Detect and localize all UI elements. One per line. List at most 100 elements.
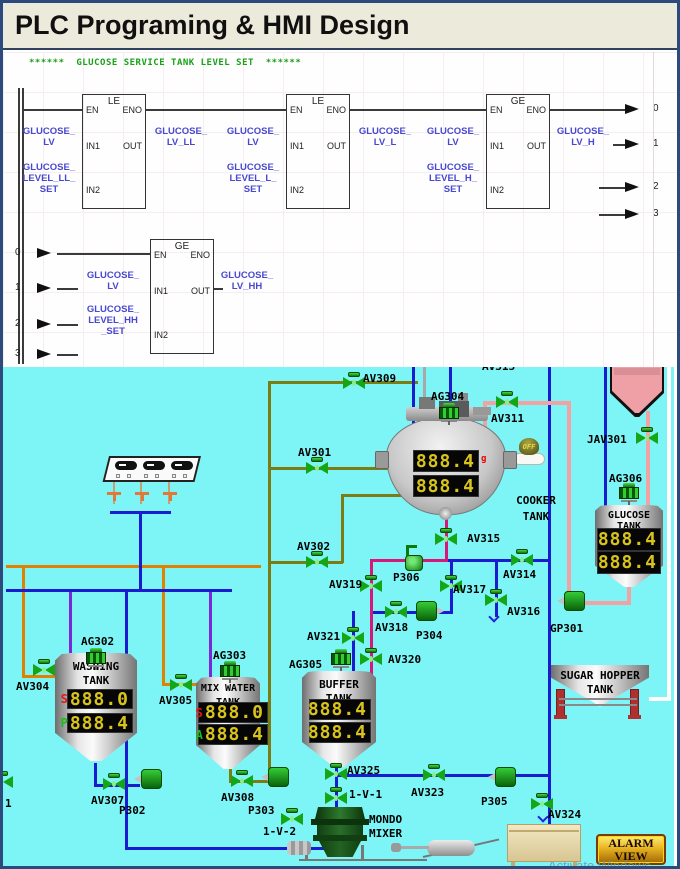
pipe [495, 559, 498, 617]
valve-label-AV307: AV307 [91, 794, 125, 807]
manifold-slot [115, 461, 137, 470]
pump-label-P302: P302 [119, 804, 146, 817]
cooker-vent [439, 507, 452, 520]
edge-valve[interactable] [3, 771, 13, 788]
mixer-bottom [319, 841, 361, 857]
display-value: 888.0 [204, 702, 264, 723]
valve-AV301[interactable] [306, 457, 328, 474]
rung-wire [57, 288, 78, 290]
agitator-label-AG305: AG305 [289, 658, 323, 671]
drop-handle-stem [169, 492, 172, 501]
valve-label-JAV301: JAV301 [587, 433, 627, 446]
valve-JAV301[interactable] [636, 427, 658, 444]
pipe [335, 761, 338, 809]
display-prefix: P [60, 716, 68, 730]
pipe [646, 411, 650, 507]
mixer-body-top [315, 807, 365, 819]
valve-AV319[interactable] [360, 575, 382, 592]
pump-P303[interactable] [261, 767, 289, 787]
valve-AV308[interactable] [231, 770, 253, 787]
agitator-AG305[interactable] [329, 649, 353, 671]
rung-input-arrow [37, 283, 51, 293]
pin-in1: IN1 [154, 286, 169, 296]
platform-leg [361, 845, 364, 861]
operand-label: GLUCOSE_ LEVEL_L_ SET [226, 162, 280, 195]
valve-AV305[interactable] [170, 674, 192, 691]
rung-wire [57, 354, 78, 356]
cabinet-leg [573, 862, 577, 866]
pin-in1: IN1 [490, 141, 505, 151]
tank-mix[interactable] [196, 677, 260, 769]
pump-P302[interactable] [134, 769, 162, 789]
valve-AV321[interactable] [342, 627, 364, 644]
valve-AV316[interactable] [485, 589, 507, 606]
valve-AV307[interactable] [103, 773, 125, 790]
pipe [341, 495, 344, 563]
valve-AV309[interactable] [343, 372, 365, 389]
valve-AV325[interactable] [325, 763, 347, 780]
tank-name-washing: TANK [82, 674, 110, 687]
display-value: 888.4 [204, 724, 264, 745]
display-value: 888.4 [597, 529, 657, 550]
valve-AV320[interactable] [360, 648, 382, 665]
cooker-off-button[interactable]: OFF [513, 438, 545, 466]
valve-AV302[interactable] [306, 551, 328, 568]
slot-pin [144, 474, 148, 478]
pin-in1: IN1 [86, 141, 101, 151]
pump-P304[interactable] [416, 601, 444, 621]
alarm-view-button[interactable]: ALARM VIEW [596, 834, 666, 865]
valve-AV311[interactable] [496, 391, 518, 408]
pipe [674, 367, 677, 866]
pump-GP301[interactable] [557, 591, 585, 611]
pipe [6, 589, 232, 592]
rung-wire [613, 144, 625, 146]
hmi-screen[interactable]: OFF ALARM VIEW Activate Windows WASHINGT… [3, 367, 677, 866]
rung-comment: ****** GLUCOSE SERVICE TANK LEVEL SET **… [29, 58, 302, 68]
pump-label-P303: P303 [248, 804, 275, 817]
agitator-AG304[interactable] [437, 403, 461, 425]
rung-wire [599, 214, 625, 216]
manifold-slot [171, 461, 193, 470]
agitator-label-AG304: AG304 [431, 390, 465, 403]
agitator-AG306[interactable] [617, 483, 641, 505]
valve-AV315[interactable] [435, 528, 457, 545]
block-title: LE [311, 96, 325, 107]
operand-label: GLUCOSE_ LV [426, 126, 480, 148]
display-cooker-1: 888.4 [413, 475, 479, 497]
display-glucose-1: 888.4 [597, 551, 661, 574]
display-prefix: S [60, 692, 68, 706]
rung-wire [57, 253, 150, 255]
display-value: 888.4 [415, 450, 475, 472]
mixer-band [313, 835, 367, 841]
valve-1-V-1[interactable] [325, 787, 347, 804]
operand-label: GLUCOSE_ LV [22, 126, 76, 148]
agitator-AG302[interactable] [84, 648, 108, 670]
pipe [483, 401, 571, 405]
ladder-editor[interactable]: ****** GLUCOSE SERVICE TANK LEVEL SET **… [3, 52, 677, 367]
pipe [209, 589, 212, 677]
pink-hopper-band [614, 368, 660, 375]
display-value: 888.4 [597, 552, 657, 573]
agitator-AG303[interactable] [218, 661, 242, 683]
valve-AV323[interactable] [423, 764, 445, 781]
pump-label-P304: P304 [416, 629, 443, 642]
pipe [449, 367, 452, 411]
operand-label: GLUCOSE_ LEVEL_LL_ SET [22, 162, 76, 195]
pump-P305[interactable] [488, 767, 516, 787]
pump-P306[interactable] [402, 545, 426, 571]
pipe [69, 589, 72, 653]
valve-AV304[interactable] [33, 659, 55, 676]
valve-AV317[interactable] [440, 575, 462, 592]
rung-number: 0 [15, 247, 21, 258]
pin-out: OUT [123, 141, 142, 151]
valve-1-V-2[interactable] [281, 808, 303, 825]
valve-AV314[interactable] [511, 549, 533, 566]
valve-AV318[interactable] [385, 601, 407, 618]
valve-AV324[interactable] [531, 793, 553, 810]
pipe [423, 367, 426, 425]
